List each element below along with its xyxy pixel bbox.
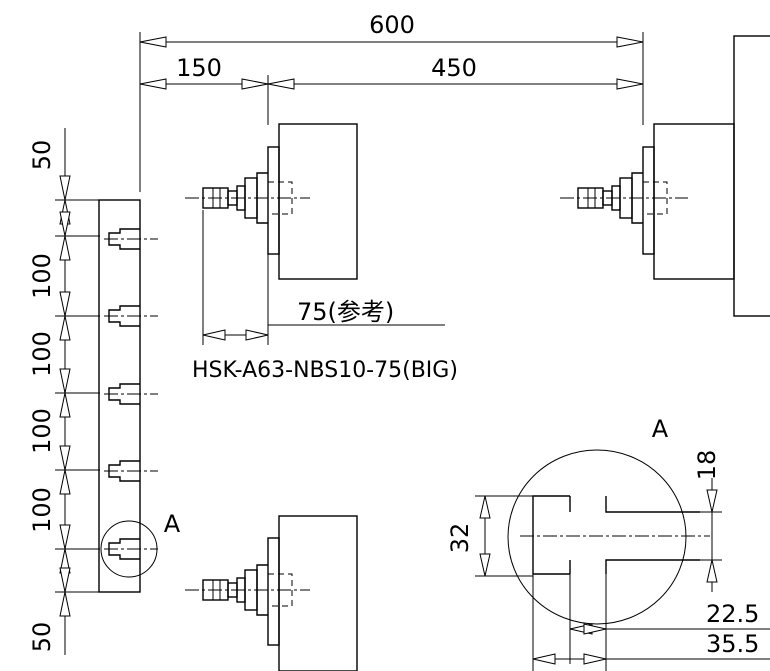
dim-arrow (479, 553, 491, 577)
spindle-housing (278, 123, 358, 280)
dim-text-depth-2: 35.5 (706, 630, 759, 658)
dim-arrow (245, 329, 269, 341)
dim-arrow (59, 235, 71, 261)
dim-text-depth-1: 22.5 (706, 600, 759, 628)
dim-arrow (583, 623, 607, 635)
dim-text-pitch-3: 100 (28, 408, 56, 454)
dim-arrow (59, 211, 71, 237)
dim-text-overall: 600 (369, 11, 415, 39)
dim-text-pitch-2: 100 (28, 331, 56, 377)
t-slot (104, 383, 158, 405)
dim-text-pitch-4: 100 (28, 487, 56, 533)
spindle-face (267, 146, 280, 255)
dim-arrow (583, 653, 607, 665)
top-dimension-group: 600 150 450 (139, 11, 644, 192)
detail-title: A (652, 415, 669, 443)
dim-arrow (532, 653, 556, 665)
dim-arrow (59, 469, 71, 495)
t-slot (104, 228, 158, 250)
tool-name-label: HSK-A63-NBS10-75(BIG) (192, 358, 458, 383)
dim-arrow (59, 368, 71, 394)
machine-column (733, 35, 770, 317)
detail-boundary-circle (507, 449, 687, 625)
dim-arrow (139, 36, 167, 48)
dim-text-slot-width: 18 (693, 450, 721, 481)
detail-view-a: A 32 18 22.5 35.5 (446, 415, 770, 671)
dim-arrow (267, 78, 295, 90)
dim-arrow (706, 559, 718, 583)
dim-arrow (59, 315, 71, 341)
tool-rail: A (98, 199, 181, 593)
spindle-head-3 (185, 515, 358, 671)
dim-arrow (616, 78, 644, 90)
spindle-face (642, 146, 655, 255)
left-dimension-group: 50 100 100 100 100 50 (28, 128, 100, 655)
t-slot (104, 460, 158, 482)
spindle-head-2 (560, 35, 770, 317)
dim-arrow (59, 392, 71, 418)
dim-arrow (241, 78, 269, 90)
rail-body (98, 199, 141, 593)
dim-arrow (202, 329, 226, 341)
spindle-housing (653, 123, 735, 280)
dim-arrow (479, 495, 491, 519)
t-slot (104, 538, 158, 560)
spindle-head-1 (185, 123, 358, 280)
dim-arrow (616, 36, 644, 48)
slot-profile (532, 495, 700, 575)
dim-text-left-offset: 150 (176, 54, 222, 82)
dim-text-top-margin: 50 (28, 140, 56, 171)
dim-arrow (59, 524, 71, 550)
detail-circle-marker (100, 520, 158, 578)
dim-text-bottom-margin: 50 (28, 622, 56, 653)
detail-marker-label: A (164, 510, 181, 538)
dim-text-spindle-span: 450 (431, 54, 477, 82)
dim-text-tool-length: 75(参考) (297, 298, 394, 326)
spindle-face (267, 537, 280, 646)
t-slot (104, 305, 158, 327)
dim-text-slot-height: 32 (446, 523, 474, 554)
dim-arrow (59, 567, 71, 593)
dim-text-pitch-1: 100 (28, 253, 56, 299)
spindle-housing (278, 515, 358, 671)
dim-arrow (59, 291, 71, 317)
dim-arrow (59, 175, 71, 201)
dim-arrow (59, 591, 71, 617)
dim-arrow (706, 489, 718, 513)
tool-length-dimension: 75(参考) HSK-A63-NBS10-75(BIG) (192, 210, 458, 383)
dim-arrow (59, 445, 71, 471)
dim-arrow (139, 78, 167, 90)
